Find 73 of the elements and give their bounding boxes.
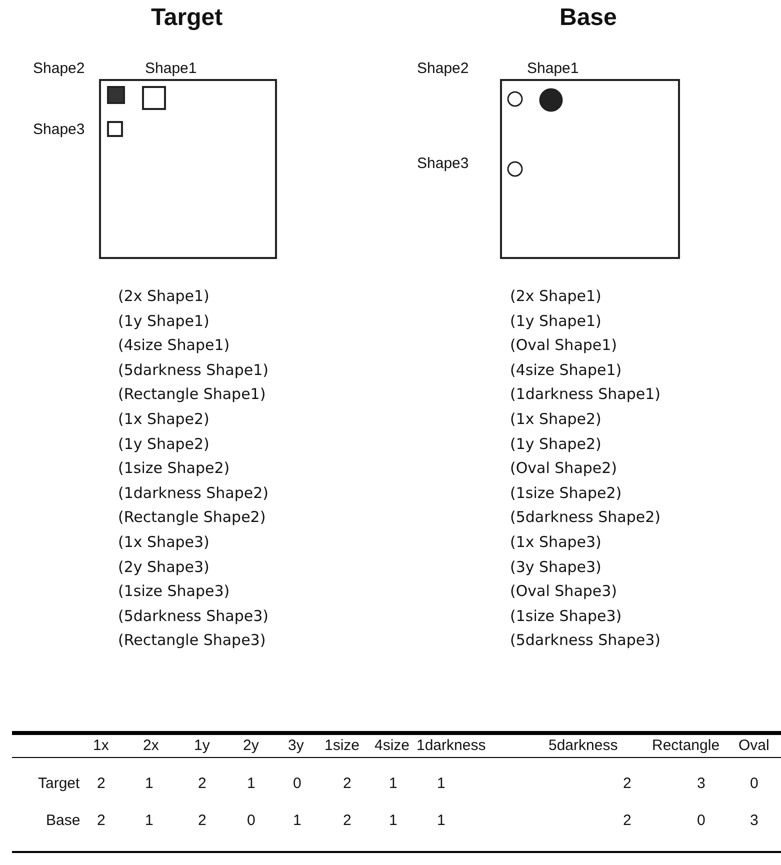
row-header: Base	[46, 812, 80, 829]
attribute-line: (Oval Shape1)	[510, 336, 618, 354]
panel-title: Base	[560, 4, 617, 32]
attribute-line: (2x Shape1)	[118, 287, 210, 305]
table-header: 1size	[324, 737, 360, 754]
table-value: 0	[247, 812, 256, 829]
attribute-line: (1size Shape2)	[118, 459, 230, 478]
table-header: Rectangle	[652, 737, 720, 754]
attribute-line: (1x Shape2)	[118, 410, 210, 428]
attribute-line: (5darkness Shape1)	[118, 360, 268, 379]
attribute-line: (Oval Shape2)	[510, 459, 618, 478]
attribute-line: (1size Shape2)	[510, 484, 622, 502]
table-value: 0	[697, 812, 706, 829]
shape-label: Shape1	[145, 60, 197, 77]
table-header: 2x	[143, 737, 159, 754]
attribute-line: (2x Shape1)	[510, 287, 602, 305]
attribute-line: (5darkness Shape2)	[510, 508, 660, 526]
table-value: 0	[750, 775, 758, 792]
table-value: 1	[145, 812, 154, 829]
table-header: 1x	[93, 737, 109, 754]
attribute-line: (4size Shape1)	[118, 336, 230, 354]
attribute-line: (2y Shape3)	[118, 558, 210, 576]
attribute-line: (1y Shape2)	[510, 434, 602, 453]
attribute-line: (Oval Shape3)	[510, 582, 618, 600]
attribute-line: (3y Shape3)	[510, 558, 602, 576]
table-value: 2	[623, 775, 632, 792]
table-value: 2	[198, 812, 206, 829]
shape-label: Shape2	[33, 60, 85, 77]
attribute-line: (Rectangle Shape2)	[118, 508, 266, 526]
attribute-line: (1size Shape3)	[510, 606, 622, 625]
table-value: 1	[293, 812, 302, 829]
attribute-line: (Rectangle Shape1)	[118, 385, 266, 404]
table-header: 4size	[374, 737, 410, 754]
table-header: 1y	[194, 737, 210, 754]
shape-label: Shape3	[417, 155, 469, 172]
table-header: 3y	[288, 737, 304, 754]
table-value: 2	[343, 812, 352, 829]
table-value: 1	[145, 775, 154, 792]
table-header: Oval	[738, 737, 770, 754]
attribute-line: (1y Shape2)	[118, 434, 210, 453]
table-value: 1	[389, 812, 398, 829]
table-header: 5darkness	[548, 737, 618, 754]
attribute-line: (1y Shape1)	[118, 312, 210, 330]
table-value: 2	[97, 812, 106, 829]
table-value: 2	[623, 812, 632, 829]
table-value: 2	[97, 775, 106, 792]
table-header: 2y	[243, 737, 259, 754]
table-value: 3	[697, 775, 706, 792]
row-header: Target	[38, 775, 80, 792]
table-value: 1	[389, 775, 398, 792]
attribute-line: (5darkness Shape3)	[510, 631, 660, 650]
shape-label: Shape2	[417, 60, 469, 77]
table-value: 2	[343, 775, 352, 792]
table-value: 3	[750, 812, 758, 829]
attribute-line: (1x Shape3)	[510, 533, 602, 551]
attribute-line: (1darkness Shape1)	[510, 385, 660, 404]
panel-title: Target	[151, 4, 223, 32]
table-value: 0	[293, 775, 302, 792]
shape-label: Shape3	[33, 121, 85, 138]
table-value: 1	[247, 775, 256, 792]
attribute-line: (4size Shape1)	[510, 360, 622, 379]
attribute-line: (1size Shape3)	[118, 582, 230, 600]
table-value: 1	[437, 812, 446, 829]
attribute-line: (1x Shape2)	[510, 410, 602, 428]
shape-label: Shape1	[527, 60, 579, 77]
attribute-line: (Rectangle Shape3)	[118, 631, 266, 650]
attribute-line: (5darkness Shape3)	[118, 606, 268, 625]
table-value: 2	[198, 775, 206, 792]
attribute-line: (1y Shape1)	[510, 312, 602, 330]
table-header: 1darkness	[416, 737, 486, 754]
attribute-line: (1x Shape3)	[118, 533, 210, 551]
attribute-line: (1darkness Shape2)	[118, 484, 268, 502]
table-value: 1	[437, 775, 446, 792]
